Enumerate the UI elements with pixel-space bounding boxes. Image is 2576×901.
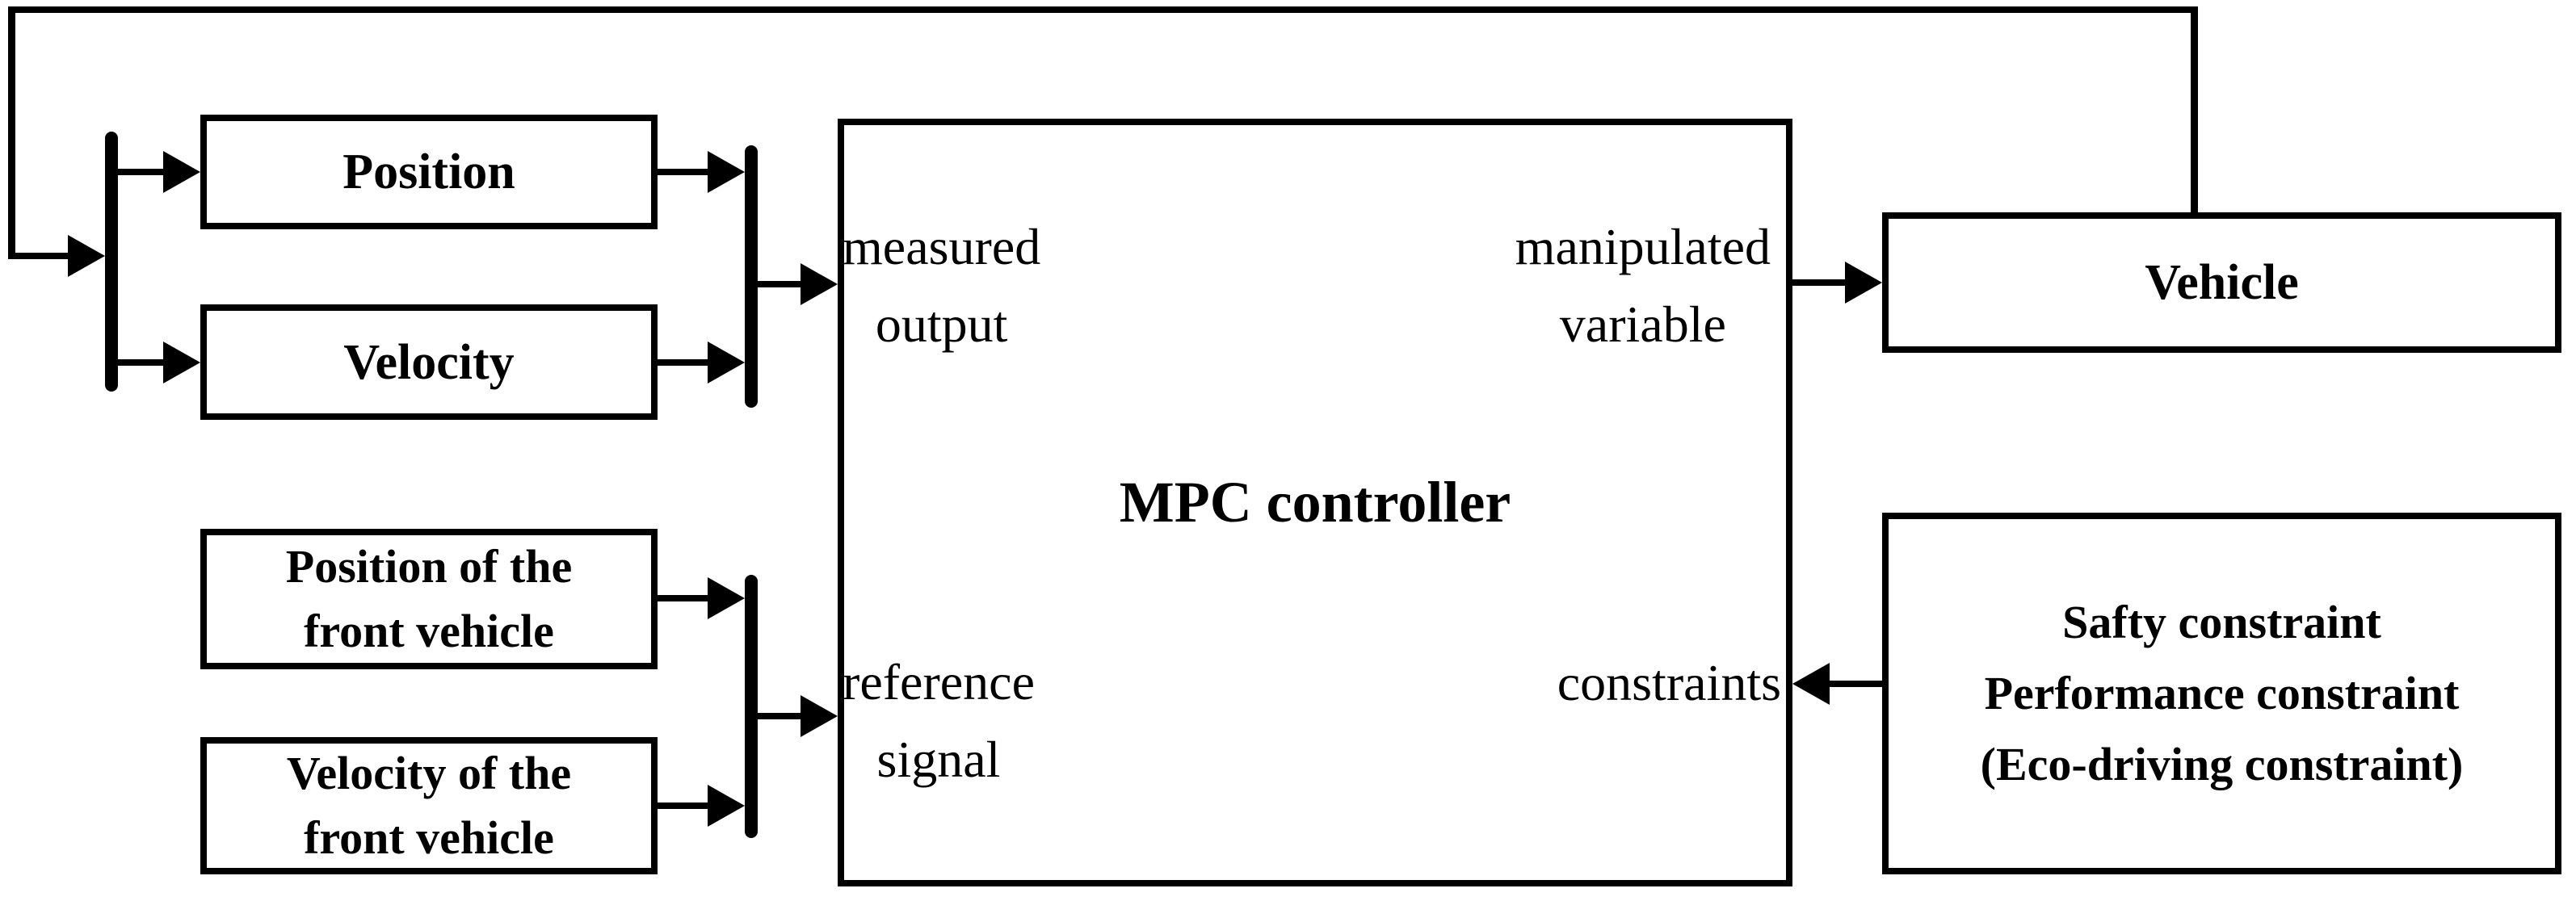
signal-bus-bar-reference	[745, 575, 758, 838]
line-constraint-to-mpc	[1828, 681, 1882, 687]
arrowhead-front-position-to-bus	[708, 577, 745, 619]
arrowhead-bus-to-velocity	[163, 342, 200, 383]
port-measured-line2: output	[875, 295, 1008, 353]
port-label-measured-output: measured output	[843, 208, 1040, 363]
port-manipulated-line1: manipulated	[1515, 218, 1771, 275]
constraint-label-line1: Safty constraint	[2062, 596, 2381, 648]
arrowhead-velocity-to-bus	[708, 342, 745, 383]
front-velocity-label-line1: Velocity of the	[286, 747, 572, 799]
port-constraints-line1: constraints	[1557, 654, 1781, 711]
port-manipulated-line2: variable	[1559, 295, 1726, 353]
port-measured-line1: measured	[843, 218, 1041, 275]
constraint-block: Safty constraint Performance constraint …	[1882, 513, 2561, 874]
front-velocity-label-line2: front vehicle	[304, 811, 554, 864]
line-front-position-to-bus	[656, 595, 709, 601]
front-position-label-line1: Position of the	[285, 540, 573, 593]
arrowhead-constraint-to-mpc	[1792, 663, 1830, 705]
arrowhead-feedback-into-bus	[68, 235, 105, 277]
front-position-block: Position of the front vehicle	[200, 529, 658, 669]
mpc-controller-title: MPC controller	[1119, 470, 1511, 534]
signal-bus-bar-measured	[745, 145, 758, 408]
velocity-block: Velocity	[200, 304, 658, 420]
constraint-label-line3: (Eco-driving constraint)	[1980, 738, 2464, 790]
line-bus-to-mpc-reference	[758, 713, 802, 719]
vehicle-block-label: Vehicle	[2145, 255, 2299, 310]
velocity-block-label: Velocity	[343, 334, 515, 390]
arrowhead-bus-to-position	[163, 151, 200, 193]
position-block: Position	[200, 115, 658, 229]
line-front-velocity-to-bus	[656, 803, 709, 809]
front-position-label-line2: front vehicle	[304, 605, 554, 657]
port-label-constraints: constraints	[1557, 644, 1781, 722]
vehicle-block: Vehicle	[1882, 212, 2561, 353]
feedback-line-from-vehicle-top	[2191, 6, 2198, 215]
port-reference-line2: signal	[876, 731, 1001, 788]
line-bus-to-mpc-measured	[758, 281, 802, 287]
line-position-to-bus	[656, 169, 709, 175]
line-mpc-to-vehicle	[1792, 279, 1847, 286]
front-velocity-block: Velocity of the front vehicle	[200, 737, 658, 874]
mpc-controller-block	[838, 119, 1792, 886]
arrowhead-bus-to-mpc-measured	[801, 263, 838, 305]
position-block-label: Position	[342, 145, 515, 199]
feedback-line-left	[8, 6, 15, 259]
arrowhead-front-velocity-to-bus	[708, 785, 745, 827]
signal-bus-bar-left	[105, 132, 118, 392]
feedback-line-top	[8, 6, 2198, 13]
arrowhead-position-to-bus	[708, 151, 745, 193]
arrowhead-bus-to-mpc-reference	[801, 695, 838, 737]
feedback-line-into-bus	[8, 253, 71, 259]
line-velocity-to-bus	[656, 359, 709, 366]
arrowhead-mpc-to-vehicle	[1845, 262, 1882, 304]
port-label-reference-signal: reference signal	[843, 643, 1035, 798]
port-label-manipulated-variable: manipulated variable	[1515, 208, 1771, 363]
port-reference-line1: reference	[843, 653, 1035, 710]
constraint-label-line2: Performance constraint	[1984, 667, 2460, 719]
line-bus-to-velocity	[118, 359, 165, 366]
line-bus-to-position	[118, 169, 165, 175]
